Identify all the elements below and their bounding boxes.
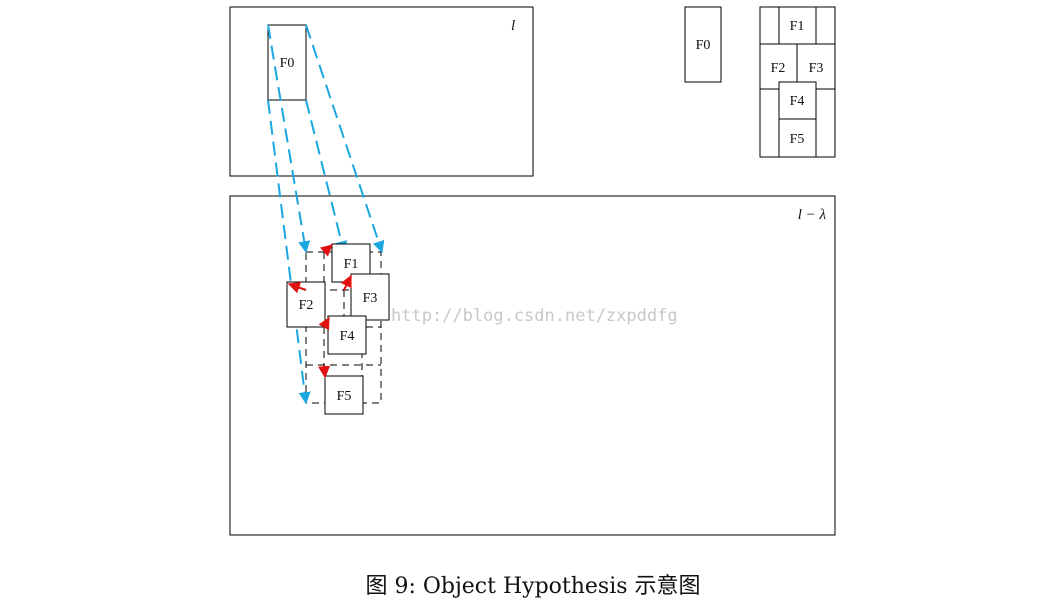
displacement-arrows: [287, 244, 352, 379]
bottom-f1-label: F1: [344, 257, 359, 272]
f3-shift-arrow: [340, 274, 352, 291]
level-l-minus-lambda-frame: [229, 195, 836, 536]
ref-f0-box: [684, 6, 722, 83]
ref-f0-label: F0: [696, 38, 711, 53]
f2-shift-arrow: [287, 281, 307, 294]
level-l-frame: [229, 6, 534, 177]
top-f0-box: [267, 24, 307, 101]
projection-line-4: [305, 24, 385, 254]
grid-f4-label: F4: [790, 94, 805, 109]
projection-line-3: [305, 99, 348, 254]
grid-f3-label: F3: [809, 61, 824, 76]
level-l-label: l: [511, 18, 515, 34]
grid-f2-label: F2: [771, 61, 786, 76]
part-grid: [759, 6, 836, 158]
f5-shift-arrow: [318, 364, 331, 379]
bottom-f4-box: [327, 315, 367, 355]
part-grid-outline: [759, 6, 836, 158]
grid-f1-label: F1: [790, 19, 805, 34]
level-l-minus-lambda-label: l − λ: [798, 207, 827, 223]
projection-line-1: [267, 24, 311, 254]
bottom-f4-label: F4: [340, 329, 355, 344]
figure-caption: 图 9: Object Hypothesis 示意图: [365, 574, 700, 599]
top-f0-label: F0: [280, 56, 295, 71]
f1-shift-arrow: [319, 244, 333, 257]
bottom-f5-label: F5: [337, 389, 352, 404]
projection-lines: [267, 24, 385, 405]
bottom-f5-box: [324, 375, 364, 415]
bottom-f2-label: F2: [299, 298, 314, 313]
grid-f5-label: F5: [790, 132, 805, 147]
watermark-text: http://blog.csdn.net/zxpddfg: [391, 306, 678, 326]
bottom-f3-box: [350, 273, 390, 321]
f4-shift-arrow: [318, 316, 330, 331]
bottom-f3-label: F3: [363, 291, 378, 306]
projection-line-2: [267, 99, 311, 405]
